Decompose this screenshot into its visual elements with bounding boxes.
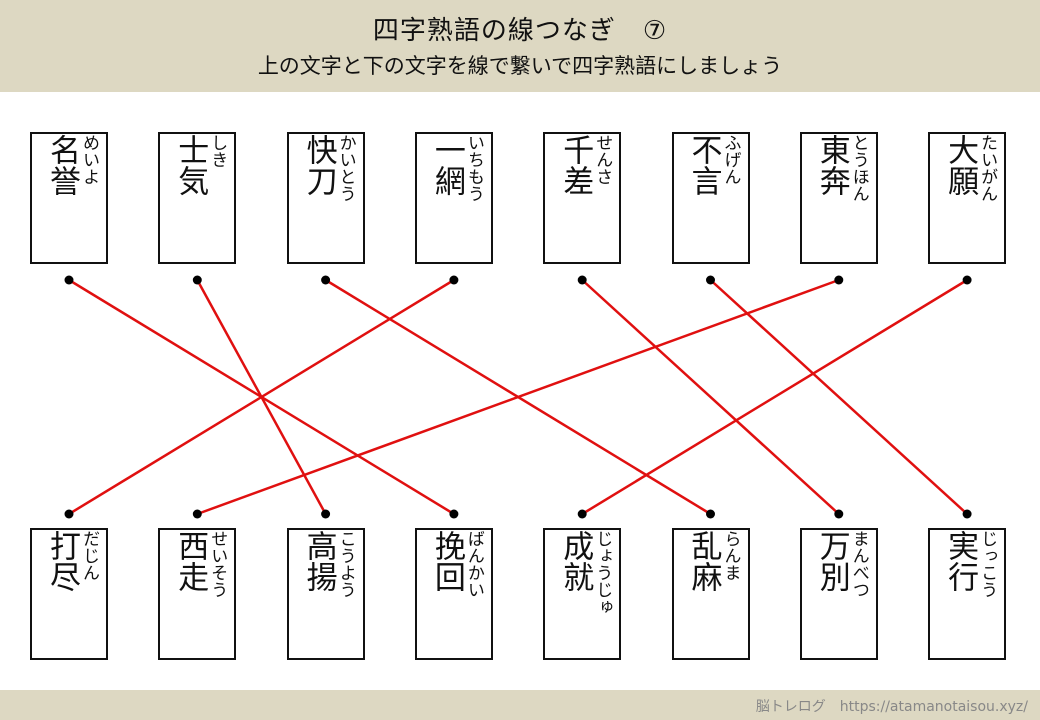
top-card[interactable]: 一網いちもう: [414, 132, 493, 264]
card-reading: だじん: [79, 530, 99, 581]
card-kanji: 打尽: [44, 530, 80, 592]
footer: 脳トレログ https://atamanotaisou.xyz/: [0, 690, 1040, 720]
card-reading: いちもう: [463, 134, 484, 202]
card-reading: せんさ: [592, 134, 613, 185]
bottom-dot[interactable]: [834, 509, 844, 519]
card-kanji: 高揚: [300, 530, 337, 592]
top-card[interactable]: 千差せんさ: [543, 132, 622, 264]
card-kanji: 名誉: [44, 134, 80, 196]
top-dot[interactable]: [962, 275, 972, 285]
top-card[interactable]: 快刀かいとう: [286, 132, 365, 264]
card-reading: こうよう: [335, 530, 356, 598]
top-dot[interactable]: [706, 275, 715, 285]
connection-line: [196, 278, 840, 516]
top-dot[interactable]: [449, 275, 459, 285]
bottom-dot[interactable]: [449, 509, 459, 519]
card-reading: めいよ: [79, 134, 99, 185]
footer-credit: 脳トレログ https://atamanotaisou.xyz/: [755, 699, 1028, 715]
card-kanji: 万別: [813, 530, 850, 592]
header: 四字熟語の線つなぎ ⑦ 上の文字と下の文字を線で繋いで四字熟語にしましょう: [0, 0, 1040, 92]
card-reading: まんべつ: [848, 530, 869, 598]
bottom-dot[interactable]: [706, 509, 715, 519]
connection-line: [581, 278, 968, 516]
bottom-card[interactable]: 乱麻らんま: [671, 528, 750, 660]
top-card[interactable]: 東奔とうほん: [799, 132, 878, 264]
bottom-card[interactable]: 挽回ばんかい: [414, 528, 493, 660]
card-reading: じっこう: [977, 530, 998, 598]
bottom-dot[interactable]: [64, 509, 74, 519]
bottom-card[interactable]: 万別まんべつ: [799, 528, 878, 660]
bottom-card[interactable]: 高揚こうよう: [286, 528, 365, 660]
bottom-card[interactable]: 実行じっこう: [928, 528, 1007, 660]
page-title: 四字熟語の線つなぎ ⑦: [372, 16, 668, 46]
card-kanji: 千差: [557, 134, 594, 196]
card-kanji: 乱麻: [685, 530, 722, 592]
top-card[interactable]: 不言ふげん: [671, 132, 750, 264]
card-reading: らんま: [720, 530, 741, 581]
top-card[interactable]: 士気しき: [158, 132, 237, 264]
card-reading: ふげん: [720, 134, 741, 185]
card-kanji: 実行: [942, 530, 979, 592]
bottom-dot[interactable]: [321, 509, 331, 519]
card-kanji: 不言: [685, 134, 722, 196]
bottom-card[interactable]: 打尽だじん: [30, 528, 108, 660]
card-kanji: 成就: [557, 530, 594, 592]
card-kanji: 挽回: [428, 530, 465, 592]
card-reading: かいとう: [335, 134, 356, 202]
card-kanji: 東奔: [813, 134, 850, 196]
top-card[interactable]: 大願たいがん: [928, 132, 1007, 264]
card-kanji: 西走: [172, 530, 209, 592]
connection-line: [709, 279, 968, 515]
card-kanji: 快刀: [300, 134, 337, 196]
card-reading: たいがん: [977, 134, 998, 202]
top-dot[interactable]: [834, 275, 844, 285]
connection-line: [581, 279, 840, 515]
card-kanji: 一網: [428, 134, 465, 196]
top-dot[interactable]: [192, 275, 202, 285]
card-reading: じょうじゅ: [592, 530, 613, 615]
card-reading: しき: [207, 134, 228, 168]
bottom-card[interactable]: 西走せいそう: [158, 528, 237, 660]
top-dot[interactable]: [577, 275, 587, 285]
connection-line: [68, 278, 455, 516]
top-card[interactable]: 名誉めいよ: [30, 132, 108, 264]
bottom-dot[interactable]: [962, 509, 972, 519]
card-reading: とうほん: [848, 134, 869, 202]
bottom-dot[interactable]: [192, 509, 202, 519]
bottom-card[interactable]: 成就じょうじゅ: [543, 528, 622, 660]
instructions: 上の文字と下の文字を線で繋いで四字熟語にしましょう: [257, 54, 783, 78]
bottom-dot[interactable]: [577, 509, 587, 519]
top-dot[interactable]: [321, 275, 331, 285]
card-reading: ばんかい: [463, 530, 484, 598]
card-kanji: 大願: [942, 134, 979, 196]
card-kanji: 士気: [172, 134, 209, 196]
card-reading: せいそう: [207, 530, 228, 598]
top-dot[interactable]: [64, 275, 74, 285]
